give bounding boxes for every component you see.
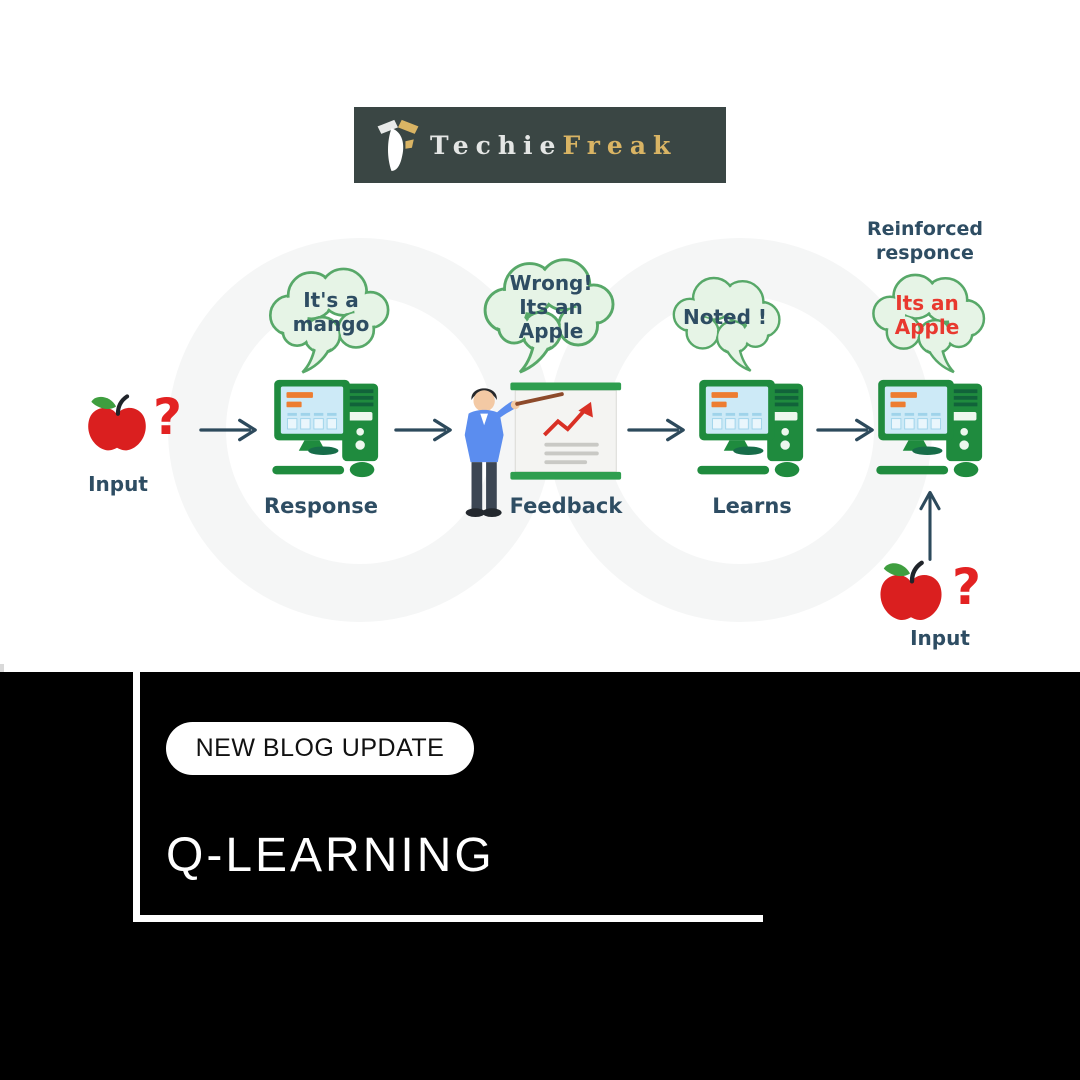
computer-icon-reinforced bbox=[876, 379, 983, 478]
question-mark: ? bbox=[952, 558, 982, 616]
speech-bubble-feedback: Wrong! Its an Apple bbox=[468, 250, 634, 376]
speech-bubble-response: It's a mango bbox=[258, 260, 404, 376]
flow-arrow-icon bbox=[816, 418, 874, 442]
page-title: Q-LEARNING bbox=[166, 829, 495, 882]
speech-bubble-learns: Noted ! bbox=[656, 270, 794, 374]
input-left-label: Input bbox=[88, 472, 148, 496]
step-label-learns: Learns bbox=[712, 494, 792, 518]
flow-arrow-icon bbox=[394, 418, 452, 442]
apple-icon bbox=[84, 388, 150, 458]
brand-name-first: Techie bbox=[430, 130, 563, 160]
speech-bubble-reinforced-text: Its an Apple bbox=[894, 291, 960, 340]
question-mark: ? bbox=[153, 388, 183, 446]
new-blog-update-badge: NEW BLOG UPDATE bbox=[166, 722, 474, 775]
reinforced-response-caption: Reinforced responce bbox=[867, 218, 983, 264]
apple-icon bbox=[876, 556, 946, 626]
brand-name-second: Freak bbox=[562, 130, 678, 160]
speech-bubble-reinforced: Its an Apple bbox=[860, 264, 994, 378]
computer-icon-response bbox=[272, 379, 379, 478]
speech-bubble-learns-text: Noted ! bbox=[682, 304, 767, 329]
teacher-whiteboard-icon bbox=[464, 382, 622, 518]
frame-horizontal-line bbox=[133, 915, 763, 922]
computer-icon-learns bbox=[697, 379, 804, 478]
step-label-feedback: Feedback bbox=[509, 494, 623, 518]
up-arrow-icon bbox=[919, 490, 941, 561]
flow-arrow-icon bbox=[199, 418, 257, 442]
input-right-label: Input bbox=[910, 626, 970, 650]
speech-bubble-feedback-text: Wrong! Its an Apple bbox=[509, 270, 593, 343]
frame-vertical-line bbox=[133, 672, 140, 922]
step-label-response: Response bbox=[263, 494, 379, 518]
flow-arrow-icon bbox=[627, 418, 685, 442]
edge-tick bbox=[0, 664, 4, 672]
speech-bubble-response-text: It's a mango bbox=[292, 288, 370, 337]
footer-panel bbox=[0, 672, 1080, 1080]
brand-monogram-icon bbox=[377, 119, 419, 171]
